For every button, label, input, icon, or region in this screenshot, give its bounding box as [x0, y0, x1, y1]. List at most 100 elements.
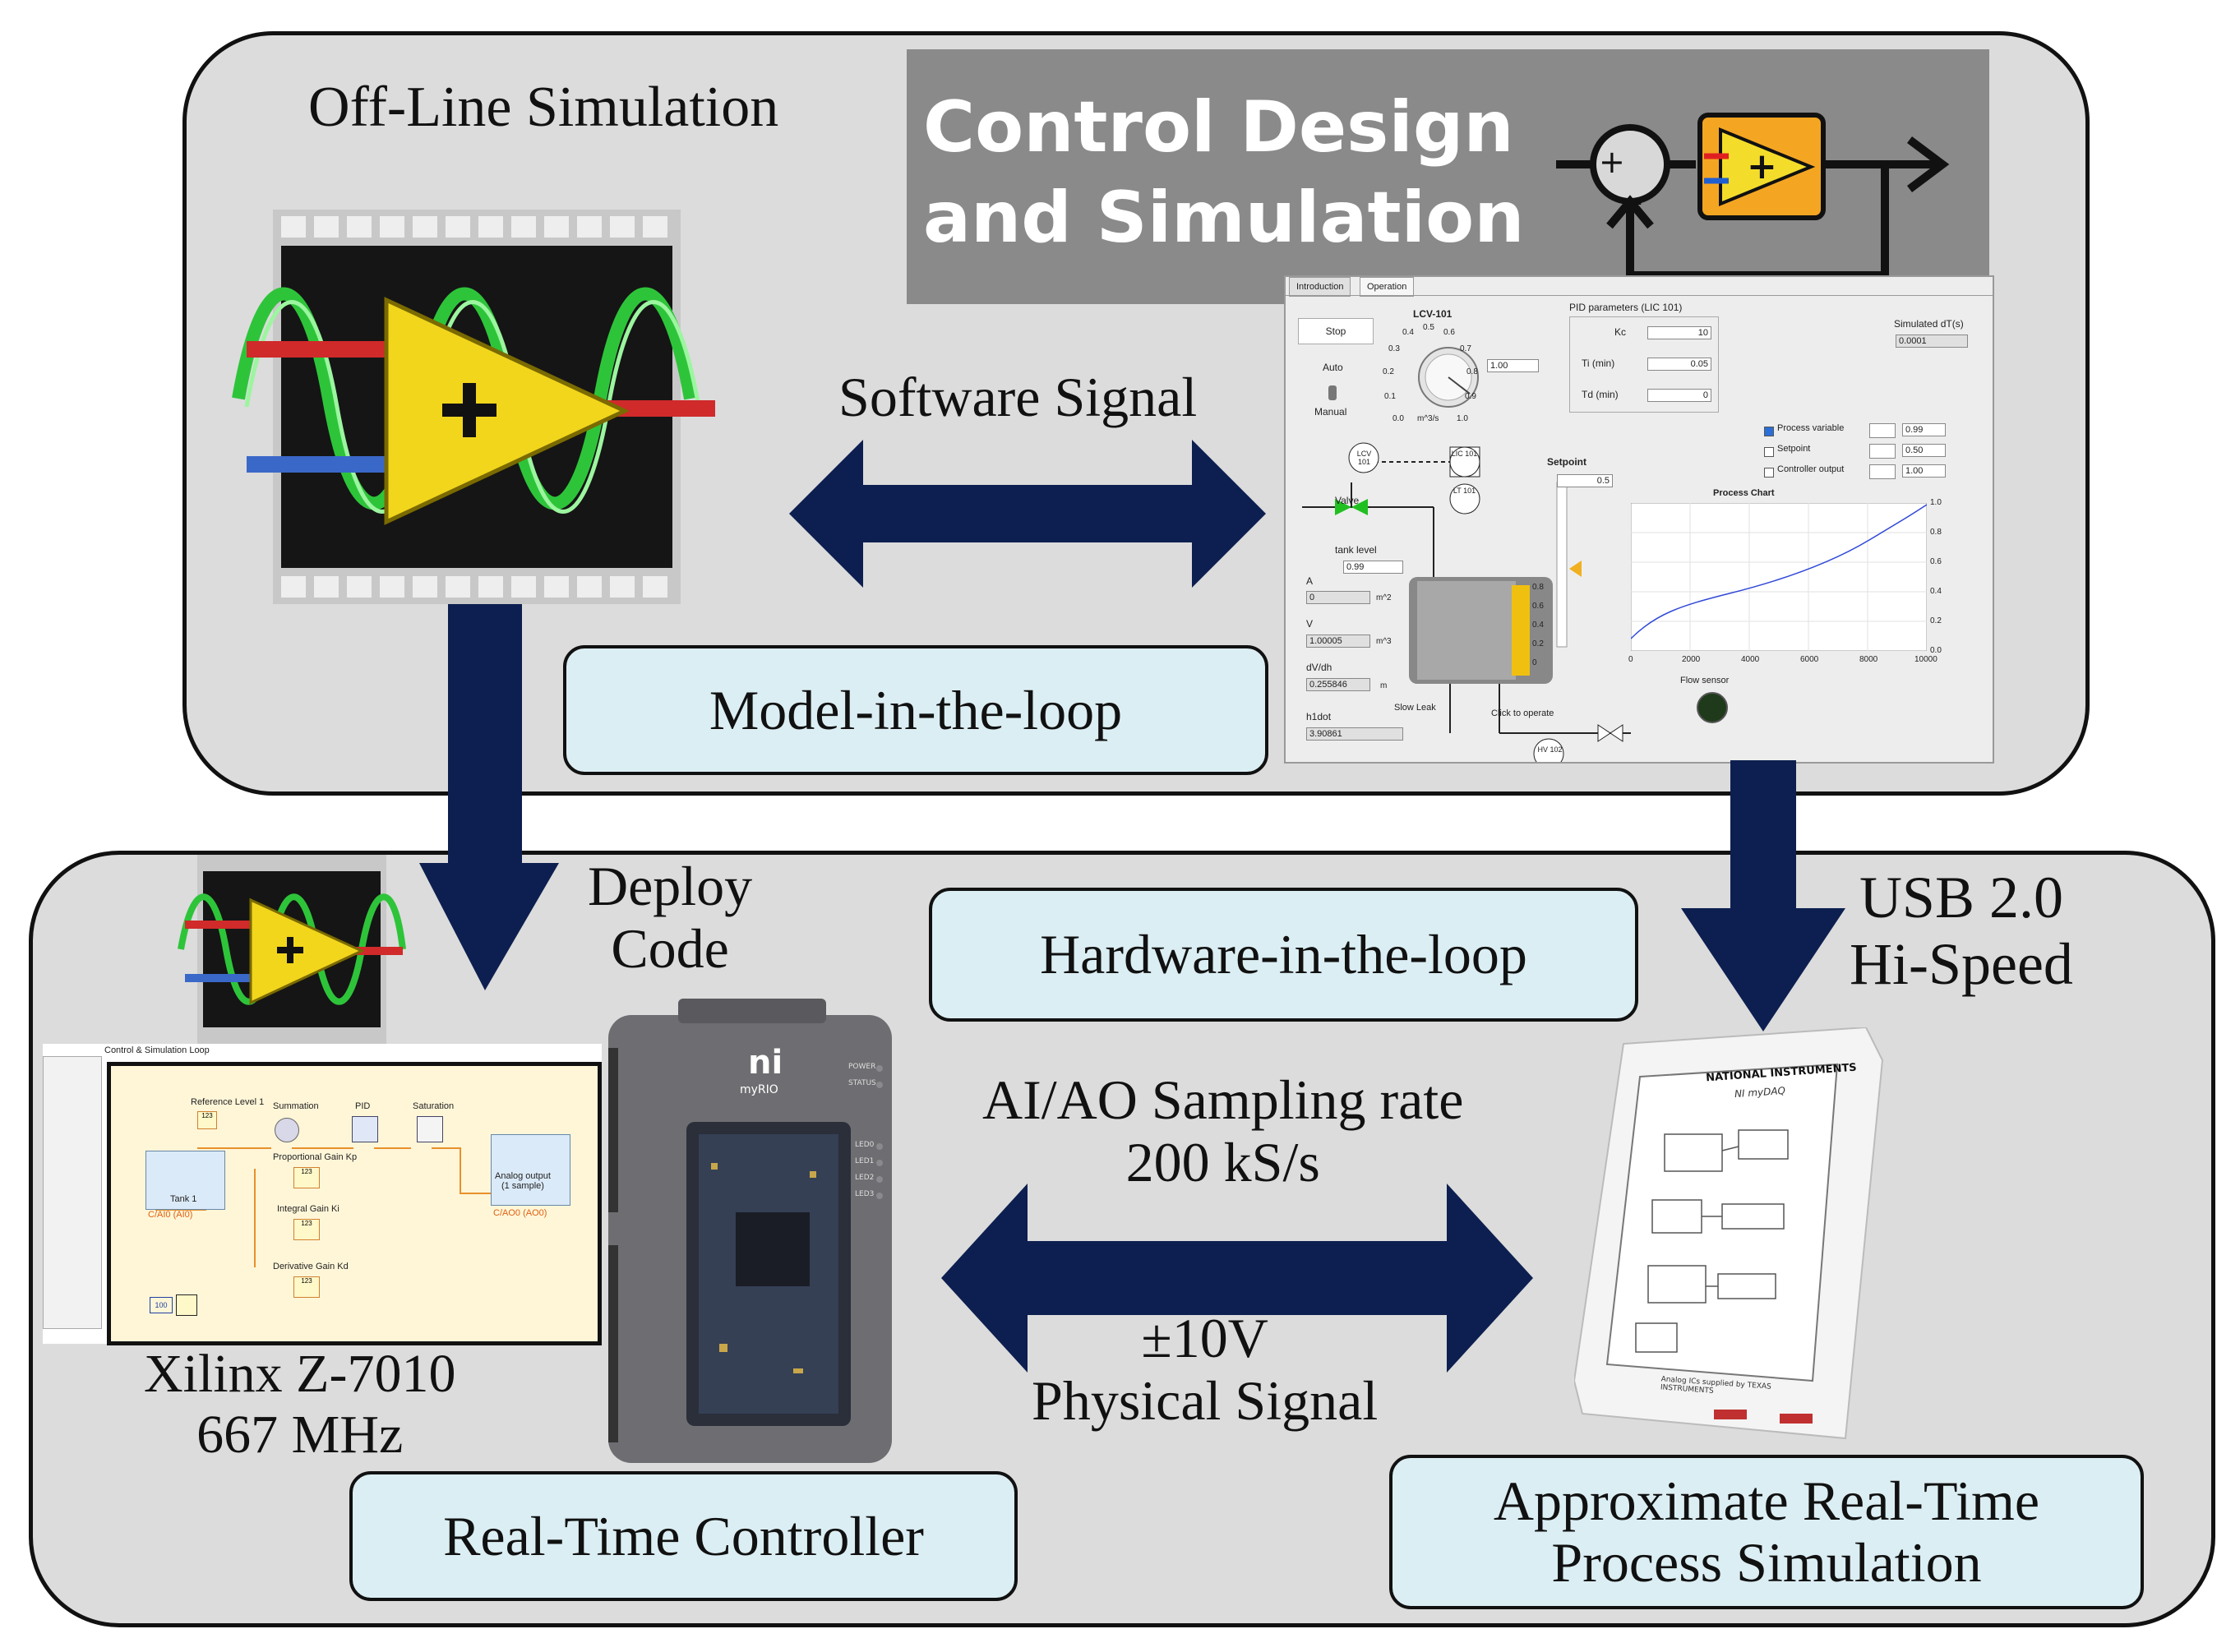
- chart-y-tick-3: 0.4: [1930, 587, 1942, 596]
- v-unit: m^3: [1376, 637, 1392, 646]
- labview-simulation-icon: [232, 210, 715, 604]
- myrio-name: myRIO: [740, 1083, 778, 1096]
- deploy-code-label: Deploy Code: [588, 855, 753, 981]
- banner-line-1: Control Design: [923, 86, 1514, 168]
- knob-tick-3: 0.3: [1388, 344, 1400, 353]
- knob-tick-10: 1.0: [1457, 414, 1468, 423]
- knob-tick-9: 0.9: [1465, 392, 1476, 401]
- legend-pv-label: Process variable: [1777, 423, 1845, 433]
- chart-x-tick-1: 2000: [1682, 655, 1701, 664]
- knob-tick-8: 0.8: [1466, 367, 1478, 376]
- myrio-led-0: LED0: [855, 1141, 875, 1149]
- legend-sp-value: 0.50: [1902, 444, 1946, 457]
- dvdh-field: 0.255846: [1306, 678, 1370, 691]
- setpoint-label: Setpoint: [1547, 456, 1586, 468]
- software-signal-double-arrow: [789, 440, 1266, 588]
- legend-sp-check[interactable]: [1764, 447, 1774, 457]
- tab-operation[interactable]: Operation: [1360, 277, 1415, 297]
- legend-co-check[interactable]: [1764, 468, 1774, 478]
- valve-label: Valve: [1335, 495, 1360, 506]
- usb-down-arrow: [1681, 760, 1845, 1031]
- physical-signal-double-arrow: [941, 1184, 1533, 1373]
- flow-sensor-label: Flow sensor: [1680, 676, 1730, 685]
- sampling-rate-label: AI/AO Sampling rate 200 kS/s: [982, 1068, 1464, 1194]
- setpoint-field[interactable]: 0.5: [1557, 474, 1613, 487]
- bd-integral-gain-node[interactable]: 123: [293, 1219, 320, 1240]
- approx-process-simulation-box: Approximate Real-Time Process Simulation: [1389, 1455, 2144, 1609]
- bd-analog-output-node[interactable]: [491, 1134, 570, 1206]
- td-field[interactable]: 0: [1647, 389, 1711, 402]
- chart-title: Process Chart: [1713, 488, 1775, 498]
- svg-text:+: +: [1747, 145, 1777, 187]
- myrio-led-status: STATUS: [848, 1079, 876, 1087]
- pid-title: PID parameters (LIC 101): [1569, 302, 1683, 313]
- bd-wait-icon[interactable]: [176, 1294, 197, 1316]
- knob-tick-0: 0.0: [1392, 414, 1404, 423]
- stop-button[interactable]: Stop: [1298, 318, 1374, 344]
- bd-integral-gain-label: Integral Gain Ki: [277, 1204, 339, 1214]
- bd-reference-label: Reference Level 1: [191, 1097, 265, 1107]
- real-time-controller-box: Real-Time Controller: [349, 1471, 1018, 1601]
- lcv-title: LCV-101: [1413, 308, 1453, 320]
- bd-saturation-node[interactable]: [417, 1116, 443, 1142]
- tank-tick-3: 0.2: [1532, 639, 1544, 648]
- model-in-the-loop-box: Model-in-the-loop: [563, 645, 1268, 775]
- usb-label: USB 2.0 Hi-Speed: [1850, 865, 2073, 997]
- xilinx-label: Xilinx Z-7010 667 MHz: [144, 1344, 456, 1465]
- tank-tick-2: 0.4: [1532, 621, 1544, 630]
- control-design-banner: Control Design and Simulation + _ +: [907, 49, 1989, 304]
- kc-field[interactable]: 10: [1647, 326, 1711, 339]
- manual-label: Manual: [1314, 406, 1347, 418]
- svg-text:+: +: [1599, 144, 1625, 180]
- lcv-tag: LCV 101: [1356, 450, 1372, 466]
- h1dot-field: 3.90861: [1306, 727, 1403, 741]
- myrio-led-1: LED1: [855, 1157, 875, 1165]
- myrio-logo: ni: [748, 1044, 783, 1082]
- flow-sensor-led: [1697, 692, 1728, 723]
- sim-dt-label: Simulated dT(s): [1894, 318, 1964, 330]
- lic-tag: LIC 101: [1451, 450, 1478, 458]
- bd-pid-node[interactable]: [352, 1116, 378, 1142]
- bd-prop-gain-node[interactable]: 123: [293, 1167, 320, 1188]
- offline-title: Off-Line Simulation: [308, 76, 779, 139]
- bd-reference-node[interactable]: 123: [197, 1111, 217, 1129]
- bd-left-column: [43, 1056, 102, 1329]
- legend-pv-check[interactable]: [1764, 427, 1774, 436]
- knob-value-field[interactable]: 1.00: [1487, 359, 1539, 372]
- bd-saturation-label: Saturation: [413, 1101, 455, 1111]
- bd-tank-label: Tank 1: [170, 1194, 197, 1204]
- chart-x-tick-5: 10000: [1914, 655, 1937, 664]
- bd-summation-node[interactable]: [275, 1118, 299, 1142]
- tank-level-field: 0.99: [1343, 561, 1403, 574]
- legend-sp-label: Setpoint: [1777, 444, 1811, 454]
- ti-field[interactable]: 0.05: [1647, 358, 1711, 371]
- tank-tick-1: 0.6: [1532, 602, 1544, 611]
- block-diagram: Control & Simulation Loop Reference Leve…: [43, 1044, 602, 1345]
- bd-tank-node[interactable]: [145, 1151, 225, 1210]
- chart-y-tick-4: 0.2: [1930, 616, 1942, 625]
- physical-signal-label: ±10V Physical Signal: [1032, 1307, 1379, 1433]
- chart-y-tick-5: 0.0: [1930, 646, 1942, 655]
- click-operate-label: Click to operate: [1491, 708, 1554, 718]
- tab-introduction[interactable]: Introduction: [1289, 277, 1351, 297]
- dvdh-unit: m: [1380, 681, 1388, 690]
- valve-knob[interactable]: [1384, 320, 1512, 418]
- legend-co-swatch: [1869, 464, 1896, 479]
- a-field: 0: [1306, 591, 1370, 604]
- myrio-led-3: LED3: [855, 1190, 875, 1198]
- mode-toggle[interactable]: [1328, 385, 1337, 400]
- sim-dt-field[interactable]: 0.0001: [1896, 335, 1968, 348]
- bd-wait-constant[interactable]: 100: [150, 1297, 173, 1313]
- chart-y-tick-0: 1.0: [1930, 498, 1942, 507]
- piping-diagram: [1302, 442, 1631, 762]
- bd-deriv-gain-label: Derivative Gain Kd: [273, 1262, 349, 1271]
- legend-co-label: Controller output: [1777, 464, 1845, 474]
- slow-leak-label: Slow Leak: [1394, 703, 1436, 713]
- legend-sp-swatch: [1869, 444, 1896, 459]
- bd-analog-output-io: C/AO0 (AO0): [493, 1208, 547, 1218]
- tank-tick-4: 0: [1532, 658, 1537, 667]
- legend-pv-swatch: [1869, 423, 1896, 438]
- knob-tick-4: 0.4: [1402, 328, 1414, 337]
- bd-deriv-gain-node[interactable]: 123: [293, 1276, 320, 1298]
- knob-unit: m^3/s: [1417, 414, 1439, 423]
